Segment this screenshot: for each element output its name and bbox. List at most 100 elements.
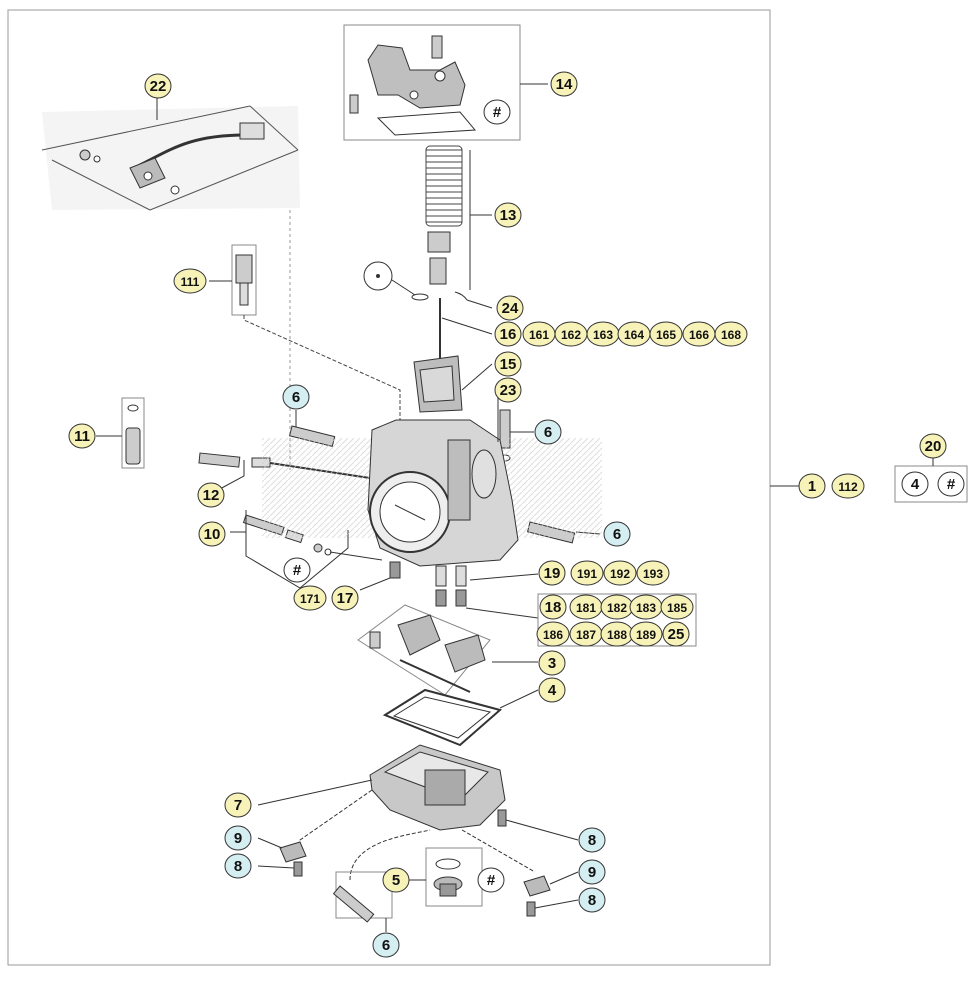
side-kit-box xyxy=(894,458,968,503)
callout-bubble xyxy=(282,384,310,410)
callout-c187: 187 xyxy=(569,621,603,647)
callout-label: 193 xyxy=(643,567,663,581)
callout-label: 12 xyxy=(203,487,220,504)
callout-bubble xyxy=(494,351,522,377)
callout-label: 181 xyxy=(576,601,596,615)
callout-label: 9 xyxy=(588,864,596,881)
callout-c171: 171 xyxy=(293,585,327,611)
callout-c15: 15 xyxy=(494,351,522,377)
callout-bubble xyxy=(538,560,566,586)
callout-label: 189 xyxy=(636,628,656,642)
callout-c9b: 9 xyxy=(578,859,606,885)
callout-c111: 111 xyxy=(173,268,207,294)
callout-label: 9 xyxy=(234,830,242,847)
callout-c185: 185 xyxy=(660,594,694,620)
float-bowl xyxy=(257,744,579,873)
callout-c14h: # xyxy=(483,99,511,125)
callout-label: 6 xyxy=(382,937,390,954)
callout-c13: 13 xyxy=(494,202,522,228)
callout-label: 1 xyxy=(808,478,816,495)
top-cover-kit xyxy=(343,24,548,141)
callout-bubble xyxy=(224,792,252,818)
callout-label: 14 xyxy=(556,76,573,93)
callout-c25: 25 xyxy=(662,621,690,647)
callout-label: 24 xyxy=(502,300,519,317)
callout-label: 8 xyxy=(588,832,596,849)
callout-bubble xyxy=(536,621,570,647)
vent-tube xyxy=(332,829,431,932)
callout-c9a: 9 xyxy=(224,825,252,851)
callout-bubble xyxy=(649,321,683,347)
callout-c164: 164 xyxy=(617,321,651,347)
callout-bubble xyxy=(224,853,252,879)
callout-bubble xyxy=(494,202,522,228)
callout-label: 3 xyxy=(548,655,556,672)
callout-bubble xyxy=(197,482,225,508)
callout-c7: 7 xyxy=(224,792,252,818)
callout-c23: 23 xyxy=(494,377,522,403)
callout-label: 191 xyxy=(577,567,597,581)
callout-label: 166 xyxy=(689,328,709,342)
callout-c8a: 8 xyxy=(578,827,606,853)
callout-bubble xyxy=(283,557,311,583)
callout-label: 13 xyxy=(500,207,517,224)
callout-bubble xyxy=(578,859,606,885)
callout-label: 11 xyxy=(74,428,90,445)
bowl-screws-right xyxy=(523,871,579,917)
throttle-sensor-kit xyxy=(41,96,300,470)
callout-label: 182 xyxy=(607,601,627,615)
callout-bubble xyxy=(224,825,252,851)
callout-c22: 22 xyxy=(144,73,172,99)
callout-label: 185 xyxy=(667,601,687,615)
callout-bubble xyxy=(68,423,96,449)
callout-label: 10 xyxy=(204,526,221,543)
callout-label: 187 xyxy=(576,628,596,642)
callout-bubble xyxy=(603,560,637,586)
idle-screw xyxy=(209,244,401,420)
callout-bubble xyxy=(539,594,567,620)
slide-spring-needle xyxy=(363,145,493,360)
callout-c189: 189 xyxy=(629,621,663,647)
callout-label: 161 xyxy=(529,328,549,342)
callout-label: 6 xyxy=(544,424,552,441)
callout-c20: 20 xyxy=(919,433,947,459)
callout-c182: 182 xyxy=(600,594,634,620)
callout-c112: 112 xyxy=(831,473,865,499)
float-kit xyxy=(357,604,538,696)
callout-label: 7 xyxy=(234,797,242,814)
callout-bubble xyxy=(901,471,929,497)
callout-c20b: # xyxy=(937,471,965,497)
callout-bubble xyxy=(477,867,505,893)
callout-bubble xyxy=(382,867,410,893)
callout-label: 186 xyxy=(543,628,563,642)
callout-label: 112 xyxy=(838,480,858,494)
callout-c5h: # xyxy=(477,867,505,893)
callout-bubble xyxy=(198,521,226,547)
callout-bubble xyxy=(636,560,670,586)
callout-c14: 14 xyxy=(550,71,578,97)
callout-bubble xyxy=(831,473,865,499)
callout-label: 4 xyxy=(548,682,557,699)
callout-bubble xyxy=(798,473,826,499)
carburetor-body xyxy=(262,386,602,619)
callout-c183: 183 xyxy=(629,594,663,620)
callout-bubble xyxy=(494,321,522,347)
callout-bubble xyxy=(538,677,566,703)
callout-c162: 162 xyxy=(554,321,588,347)
callout-label: 18 xyxy=(545,599,562,616)
callout-c165: 165 xyxy=(649,321,683,347)
callout-c8c: 8 xyxy=(578,887,606,913)
callout-bubble xyxy=(919,433,947,459)
callout-c192: 192 xyxy=(603,560,637,586)
callout-c181: 181 xyxy=(569,594,603,620)
callout-label: 4 xyxy=(911,476,920,493)
callout-bubble xyxy=(550,71,578,97)
callout-c193: 193 xyxy=(636,560,670,586)
callout-label: 17 xyxy=(337,590,354,607)
callout-bubble xyxy=(538,650,566,676)
callout-c8b: 8 xyxy=(224,853,252,879)
callout-label: 20 xyxy=(925,438,942,455)
air-screw xyxy=(96,397,145,469)
